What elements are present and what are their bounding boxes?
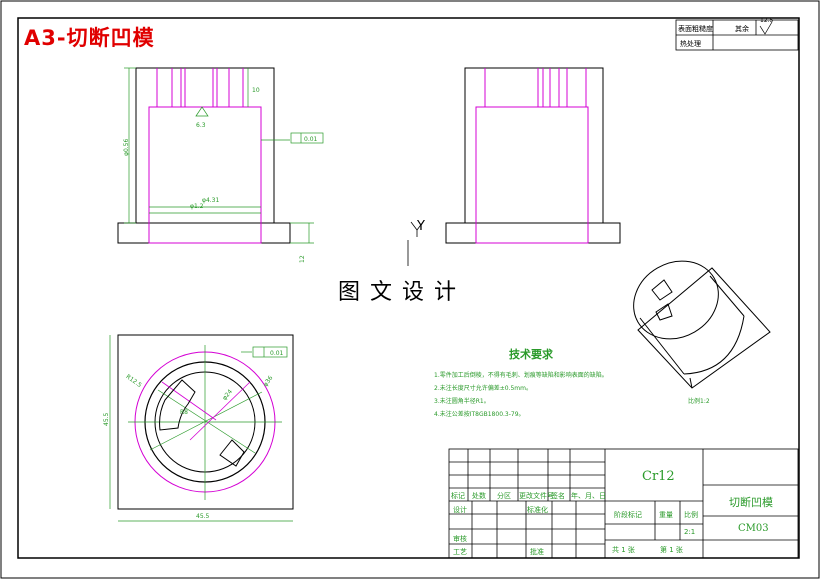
front-tolerance: 0.01 — [304, 136, 318, 143]
top-height-dim: 45.5 — [103, 412, 110, 426]
header-zone: 分区 — [497, 492, 511, 500]
tech-requirements-heading: 技术要求 — [509, 348, 553, 361]
side-view — [445, 67, 621, 244]
review-label: 审核 — [453, 535, 467, 543]
design-label: 设计 — [453, 506, 467, 514]
inner-frame — [17, 17, 800, 559]
tech-requirement-3: 3.未注圆角半径R1。 — [434, 398, 490, 405]
front-base-thickness-dim: 12 — [299, 255, 306, 263]
roughness-symbol-value: 12.5 — [760, 17, 774, 24]
drawing-title: A3-切断凹模 — [24, 26, 155, 50]
isometric-scale-note: 比例1:2 — [688, 398, 710, 405]
front-view: φ0.56 10 φ4.31 φ1.2 6.3 0.01 12 — [117, 67, 324, 263]
front-height-total-dim: φ0.56 — [123, 139, 130, 157]
tech-requirement-2: 2.未注长度尺寸允许偏差±0.5mm。 — [434, 385, 532, 392]
front-inner-width-b-dim: φ1.2 — [190, 203, 204, 210]
part-name-text: 切断凹模 — [729, 496, 773, 509]
top-tolerance: 0.01 — [270, 350, 284, 357]
tech-requirement-1: 1.零件加工后倒棱，不得有毛刺、划痕等缺陷和影响表面的缺陷。 — [434, 372, 608, 379]
weight-label: 重量 — [659, 511, 673, 519]
roughness-label: 表面粗糙度 — [678, 25, 713, 33]
roughness-value: 其余 — [735, 25, 749, 33]
isometric-view — [633, 260, 771, 389]
corner-table — [675, 19, 799, 51]
top-width-dim: 45.5 — [196, 513, 210, 520]
axis-marker — [407, 221, 424, 266]
front-surface-symbol: 6.3 — [196, 122, 206, 129]
header-mark: 标记 — [451, 492, 465, 500]
front-inner-width-a-dim: φ4.31 — [202, 197, 220, 204]
stage-label: 阶段标记 — [614, 511, 642, 519]
header-change-doc: 更改文件号 — [519, 492, 554, 500]
material-text: Cr12 — [642, 469, 675, 484]
top-dia-outer-dim: φ36 — [262, 374, 274, 388]
approve-label: 批准 — [530, 548, 544, 556]
top-view: 45.5 45.5 0.01 R12.5 R8 φ36 φ24 — [103, 334, 294, 522]
standardization-label: 标准化 — [527, 506, 548, 514]
axis-label: Y — [417, 219, 425, 234]
sheet-number: 第 1 张 — [660, 546, 683, 554]
brand-watermark: 图文设计 — [338, 280, 467, 305]
header-date: 年、月、日 — [571, 492, 606, 500]
roughness-symbol — [759, 21, 773, 35]
header-signature: 签名 — [551, 492, 565, 500]
process-label: 工艺 — [453, 548, 467, 556]
heat-treatment-label: 热处理 — [680, 40, 701, 48]
sheets-total: 共 1 张 — [612, 546, 635, 554]
tech-requirement-4: 4.未注公差按IT8GB1800.3-79。 — [434, 411, 525, 418]
header-count: 处数 — [472, 492, 486, 500]
title-block — [448, 448, 799, 559]
scale-label: 比例 — [684, 511, 698, 519]
drawing-code-text: CM03 — [738, 523, 769, 534]
scale-value: 2:1 — [684, 528, 696, 536]
top-radius-b-dim: R8 — [180, 409, 188, 416]
front-height-top-dim: 10 — [252, 87, 260, 94]
top-radius-a-dim: R12.5 — [124, 373, 143, 389]
